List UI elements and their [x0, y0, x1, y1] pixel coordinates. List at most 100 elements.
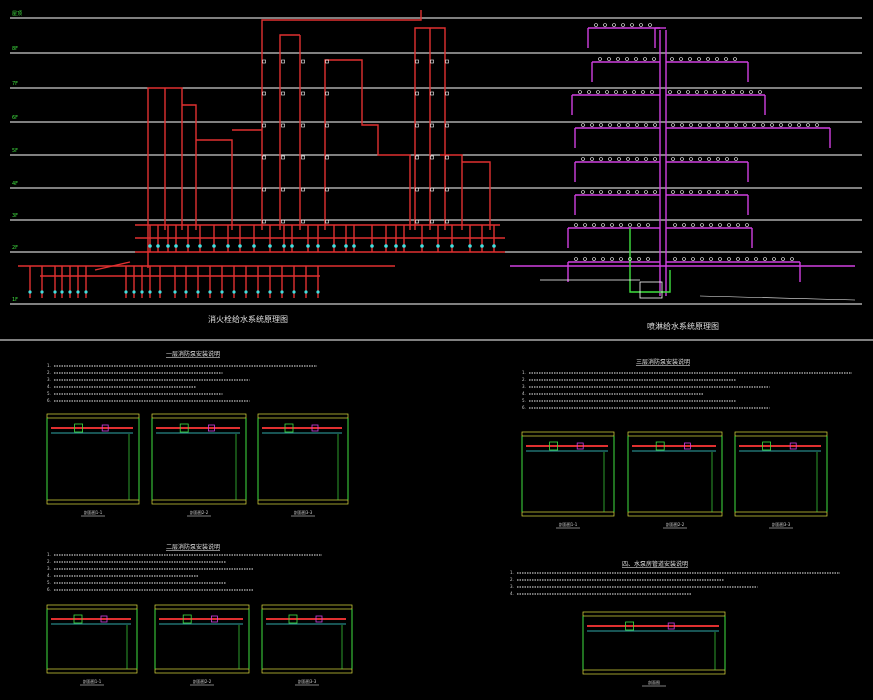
sprinkler-head	[770, 123, 774, 127]
valve-node	[468, 244, 472, 248]
note-number: 5.	[47, 580, 51, 585]
valve-node	[316, 244, 320, 248]
valve-node	[492, 244, 496, 248]
section-view: 剖面图3-3	[257, 413, 349, 517]
floor-label: 3F	[12, 213, 18, 219]
valve-node	[384, 244, 388, 248]
sprinkler-head	[574, 223, 578, 227]
valve-symbol	[74, 423, 83, 433]
fixture-mark	[301, 59, 305, 64]
sprinkler-head	[625, 57, 629, 61]
sprinkler-head	[763, 257, 767, 261]
valve-node	[124, 290, 128, 294]
pipe-segment	[462, 161, 491, 230]
sprinkler-head	[635, 157, 639, 161]
sprinkler-head	[734, 157, 738, 161]
sprinkler-head	[740, 90, 744, 94]
fixture-mark	[325, 155, 329, 160]
fixture-mark	[262, 187, 266, 192]
fitting-symbol	[210, 615, 218, 623]
sprinkler-head	[583, 223, 587, 227]
fitting-symbol	[667, 622, 675, 630]
sprinkler-head	[781, 257, 785, 261]
sprinkler-head	[709, 223, 713, 227]
valve-node	[28, 290, 32, 294]
sprinkler-head	[716, 123, 720, 127]
sprinkler-head	[736, 223, 740, 227]
note-number: 6.	[47, 587, 51, 592]
section-view: 剖面图2-2	[151, 413, 247, 517]
valve-node	[226, 244, 230, 248]
valve-symbol	[73, 614, 83, 624]
valve-symbol	[655, 441, 665, 451]
note-number: 3.	[47, 377, 51, 382]
sprinkler-head	[682, 257, 686, 261]
valve-symbol	[549, 441, 558, 451]
valve-node	[420, 244, 424, 248]
fixture-mark	[445, 59, 449, 64]
sprinkler-head	[632, 90, 636, 94]
sprinkler-head	[715, 57, 719, 61]
valve-node	[256, 290, 260, 294]
ceiling-slab	[154, 604, 250, 610]
sprinkler-head	[619, 257, 623, 261]
section-caption: 剖面图2-2	[666, 521, 685, 527]
note-number: 4.	[47, 573, 51, 578]
sprinkler-head	[673, 223, 677, 227]
sprinkler-head	[761, 123, 765, 127]
fixture-mark	[430, 91, 434, 96]
sprinkler-head	[634, 57, 638, 61]
sprinkler-head	[695, 90, 699, 94]
note-number: 1.	[47, 363, 51, 368]
sprinkler-head	[623, 90, 627, 94]
fixture-mark	[325, 219, 329, 224]
fixture-mark	[325, 59, 329, 64]
sprinkler-head	[680, 157, 684, 161]
sprinkler-head	[612, 23, 616, 27]
sprinkler-head	[592, 223, 596, 227]
sprinkler-head	[644, 190, 648, 194]
detail-1-notes: 1.2.3.4.5.6.	[47, 363, 317, 403]
section-caption: 剖面图1-1	[559, 521, 578, 527]
sprinkler-head	[650, 90, 654, 94]
sprinkler-head	[617, 123, 621, 127]
sprinkler-head	[628, 223, 632, 227]
sprinkler-head	[707, 190, 711, 194]
section-view: 剖面图	[582, 611, 726, 687]
fixture-mark	[430, 59, 434, 64]
floor-label: 4F	[12, 181, 18, 187]
sprinkler-head	[610, 257, 614, 261]
valve-node	[352, 244, 356, 248]
sprinkler-head	[648, 23, 652, 27]
section-view: 剖面图2-2	[627, 431, 723, 529]
valve-node	[174, 244, 178, 248]
sprinkler-head	[610, 223, 614, 227]
section-view: 剖面图1-1	[521, 431, 615, 529]
fixture-mark	[262, 59, 266, 64]
valve-node	[292, 290, 296, 294]
valve-node	[316, 290, 320, 294]
valve-node	[186, 244, 190, 248]
pipe-segment	[440, 154, 463, 230]
detail-3-notes: 1.2.3.4.5.6.	[522, 370, 852, 410]
sprinkler-head	[668, 90, 672, 94]
note-number: 1.	[522, 370, 526, 375]
floor-slab	[154, 668, 250, 674]
fixture-mark	[415, 91, 419, 96]
floor-slab	[257, 499, 349, 505]
note-number: 2.	[47, 559, 51, 564]
sprinkler-head	[679, 57, 683, 61]
sprinkler-head	[646, 223, 650, 227]
sprinkler-head	[590, 123, 594, 127]
note-number: 1.	[510, 570, 514, 575]
ceiling-slab	[151, 413, 247, 419]
fitting-symbol	[100, 615, 108, 623]
sprinkler-head	[652, 57, 656, 61]
sprinkler-head	[583, 257, 587, 261]
valve-node	[244, 290, 248, 294]
sprinkler-head	[653, 157, 657, 161]
fixture-mark	[415, 123, 419, 128]
valve-node	[370, 244, 374, 248]
